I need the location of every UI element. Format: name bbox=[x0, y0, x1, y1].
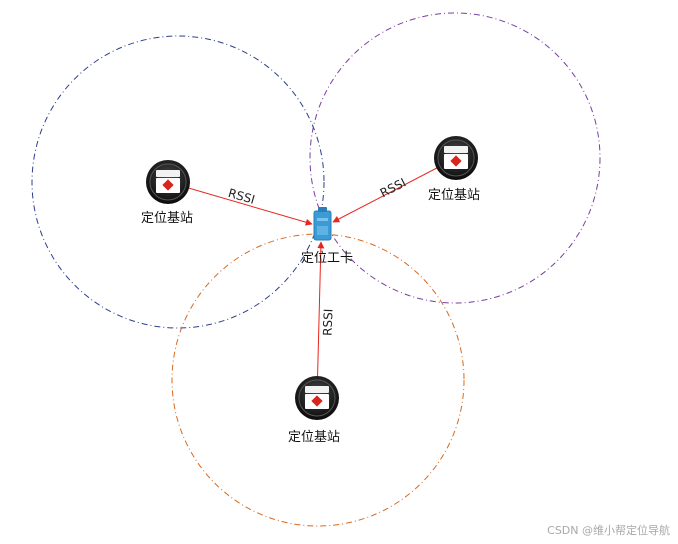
base-station-right: 定位基站 bbox=[428, 136, 480, 203]
signal-line-bottom bbox=[316, 241, 325, 399]
rssi-label-right: RSSI bbox=[378, 175, 409, 200]
coverage-circle-right bbox=[309, 12, 601, 304]
badge-card-icon bbox=[313, 207, 332, 241]
signal-line-left bbox=[167, 181, 313, 226]
coverage-circle-bottom bbox=[171, 233, 465, 527]
base-station-left-label: 定位基站 bbox=[141, 211, 193, 226]
base-station-icon bbox=[434, 136, 478, 180]
rssi-label-bottom: RSSI bbox=[321, 308, 336, 336]
signal-line-right bbox=[332, 157, 457, 223]
base-station-right-label: 定位基站 bbox=[428, 188, 480, 203]
positioning-tag-label: 定位工卡 bbox=[301, 251, 353, 266]
base-station-icon bbox=[295, 376, 339, 420]
base-station-bottom: 定位基站 bbox=[288, 376, 340, 445]
coverage-circle-left bbox=[31, 35, 325, 329]
base-station-icon bbox=[146, 160, 190, 204]
positioning-tag: 定位工卡 bbox=[301, 207, 353, 266]
watermark: CSDN @维小帮定位导航 bbox=[547, 524, 670, 537]
base-station-bottom-label: 定位基站 bbox=[288, 430, 340, 445]
base-station-left: 定位基站 bbox=[141, 160, 193, 226]
